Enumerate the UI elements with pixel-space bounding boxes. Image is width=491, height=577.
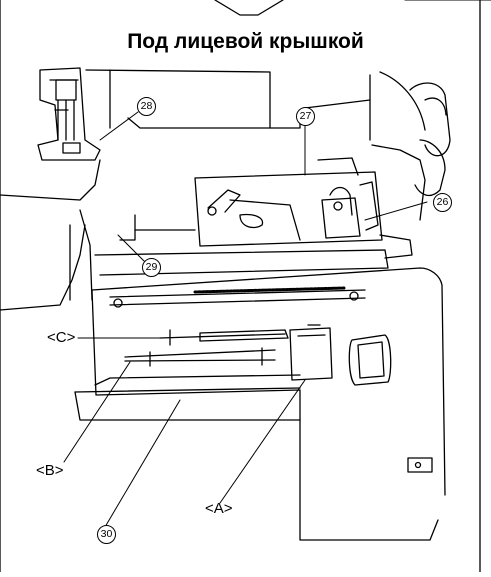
leader-lines	[63, 111, 428, 528]
spring-bar	[109, 286, 366, 308]
front-cover-tray	[74, 267, 446, 541]
accessory-a	[289, 324, 333, 381]
label-a: <A>	[205, 500, 233, 517]
callout-29: 29	[142, 258, 161, 277]
cover-latch	[407, 457, 433, 473]
upper-arm	[85, 69, 426, 221]
callout-26: 26	[433, 193, 452, 212]
accessory-c	[159, 329, 289, 346]
needle-area	[37, 67, 101, 161]
looper-mechanism	[194, 157, 383, 247]
label-c: <C>	[47, 329, 76, 346]
accessory-b	[124, 347, 276, 367]
page-title: Под лицевой крышкой	[127, 30, 364, 53]
callout-28: 28	[137, 97, 156, 116]
label-b: <B>	[36, 462, 64, 479]
cover-window	[348, 334, 392, 386]
handwheel	[409, 82, 451, 197]
callout-30: 30	[97, 525, 116, 544]
machine-left-body	[0, 159, 101, 311]
machine-bed	[94, 214, 413, 276]
callout-27: 27	[296, 107, 315, 126]
